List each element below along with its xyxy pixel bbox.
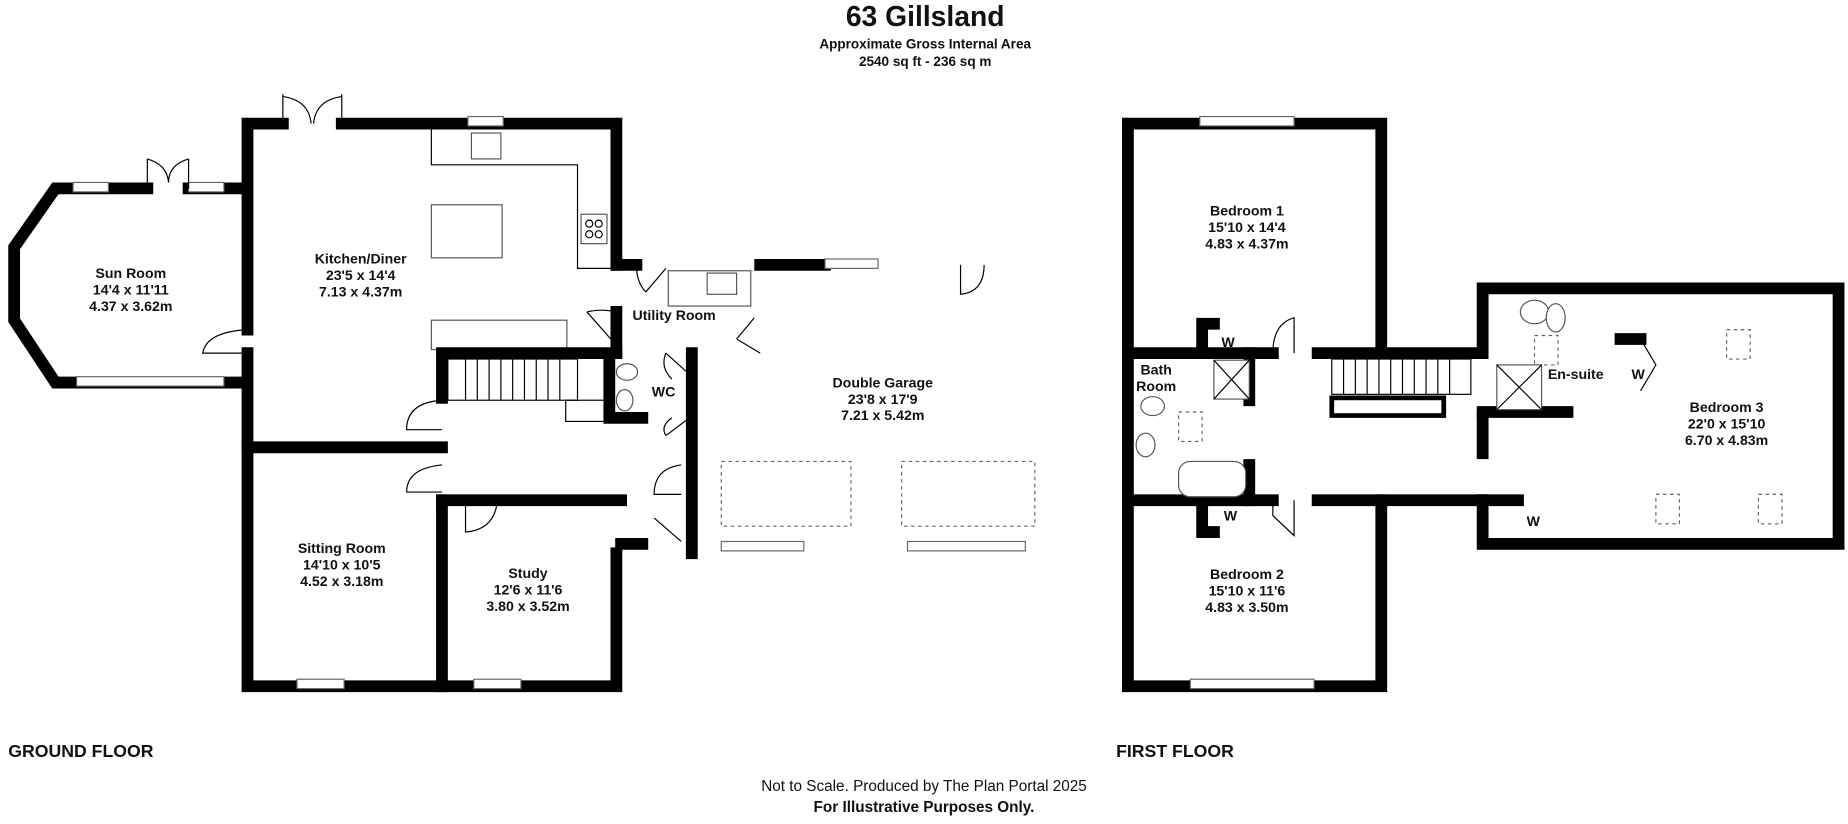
area-label: Approximate Gross Internal Area: [819, 36, 1031, 51]
room-size-metric: 7.21 x 5.42m: [841, 407, 924, 423]
room-bedroom-2: Bedroom 2 15'10 x 11'6 4.83 x 3.50m: [1205, 566, 1288, 615]
room-size-imperial: 14'10 x 10'5: [303, 557, 381, 573]
wardrobe-label: W: [1632, 366, 1646, 382]
room-name: Bath: [1140, 361, 1171, 377]
room-size-metric: 4.83 x 3.50m: [1205, 599, 1288, 615]
room-size-imperial: 22'0 x 15'10: [1688, 415, 1766, 431]
room-kitchen-diner: Kitchen/Diner 23'5 x 14'4 7.13 x 4.37m: [315, 251, 407, 300]
room-name: Room: [1136, 378, 1176, 394]
room-size-imperial: 23'8 x 17'9: [848, 391, 918, 407]
room-sun-room: Sun Room 14'4 x 11'11 4.37 x 3.62m: [89, 265, 172, 314]
room-size-imperial: 23'5 x 14'4: [326, 267, 396, 283]
wardrobe-label: W: [1221, 334, 1235, 350]
room-size-metric: 7.13 x 4.37m: [319, 284, 402, 300]
room-size-imperial: 15'10 x 11'6: [1209, 583, 1286, 599]
room-size-metric: 6.70 x 4.83m: [1685, 432, 1768, 448]
first-floor-plan: W W W W Bedroom 1 15'10 x 14'4 4.83 x 4.…: [1122, 115, 1845, 693]
room-name: Kitchen/Diner: [315, 251, 407, 267]
room-en-suite: En-suite: [1548, 366, 1604, 382]
ground-floor-plan: Sun Room 14'4 x 11'11 4.37 x 3.62m Kitch…: [8, 94, 1036, 693]
room-size-metric: 4.52 x 3.18m: [300, 573, 383, 589]
room-name: Bedroom 1: [1210, 202, 1284, 218]
room-name: Bedroom 2: [1210, 566, 1284, 582]
room-name: Sun Room: [95, 265, 166, 281]
wardrobe-label: W: [1224, 507, 1238, 523]
room-name: Double Garage: [832, 374, 933, 390]
room-size-imperial: 12'6 x 11'6: [494, 581, 563, 597]
room-size-metric: 4.83 x 4.37m: [1205, 235, 1288, 251]
first-floor-label: FIRST FLOOR: [1116, 741, 1234, 761]
room-double-garage: Double Garage 23'8 x 17'9 7.21 x 5.42m: [832, 374, 933, 423]
room-name: Study: [508, 565, 547, 581]
room-name: Bedroom 3: [1690, 399, 1764, 415]
room-bedroom-1: Bedroom 1 15'10 x 14'4 4.83 x 4.37m: [1205, 202, 1288, 251]
room-size-metric: 3.80 x 3.52m: [486, 598, 569, 614]
room-name: Sitting Room: [298, 540, 386, 556]
room-bedroom-3: Bedroom 3 22'0 x 15'10 6.70 x 4.83m: [1685, 399, 1768, 448]
room-study: Study 12'6 x 11'6 3.80 x 3.52m: [486, 565, 569, 614]
footer-disclaimer: For Illustrative Purposes Only.: [814, 799, 1035, 816]
room-utility: Utility Room: [633, 307, 716, 323]
room-size-metric: 4.37 x 3.62m: [89, 298, 172, 314]
room-size-imperial: 14'4 x 11'11: [93, 281, 169, 297]
footer-credit: Not to Scale. Produced by The Plan Porta…: [761, 778, 1087, 795]
wardrobe-label: W: [1527, 513, 1541, 529]
room-size-imperial: 15'10 x 14'4: [1208, 219, 1286, 235]
room-bathroom: Bath Room: [1136, 361, 1176, 393]
plan-title: 63 Gillsland: [846, 0, 1005, 32]
room-wc: WC: [652, 384, 676, 400]
ground-floor-label: GROUND FLOOR: [8, 741, 154, 761]
room-sitting-room: Sitting Room 14'10 x 10'5 4.52 x 3.18m: [298, 540, 386, 589]
area-value: 2540 sq ft - 236 sq m: [859, 54, 991, 69]
